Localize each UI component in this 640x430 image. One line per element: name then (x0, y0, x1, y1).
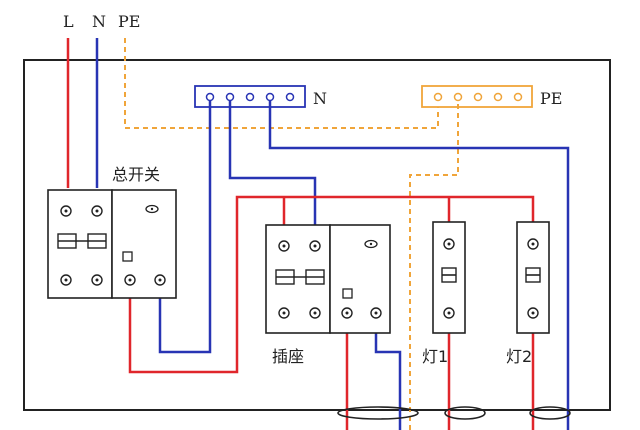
main-live-distribution-wire (128, 195, 535, 374)
enclosure-box (23, 59, 611, 411)
main-switch-breaker (47, 189, 177, 299)
socket-breaker (265, 224, 391, 334)
lamp1-label: 灯1 (422, 347, 448, 366)
socket-neutral-in-wire (228, 101, 317, 225)
lamp2-cable-ring (529, 406, 571, 420)
incoming-earth-wire (124, 38, 439, 129)
neutral-busbar-label: N (313, 89, 327, 108)
label-n: N (92, 12, 106, 31)
main-switch-label: 总开关 (112, 165, 160, 184)
lamp-neutral-wire (268, 101, 570, 430)
lamp1-breaker (432, 221, 466, 334)
earth-busbar-label: PE (540, 89, 562, 108)
socket-label: 插座 (272, 347, 304, 366)
label-l: L (63, 12, 74, 31)
neutral-busbar-terminals (205, 92, 295, 102)
lamp1-cable-ring (444, 406, 486, 420)
main-switch-neutral-out-wire (158, 101, 212, 354)
earth-busbar-terminals (433, 92, 523, 102)
earth-branch-wire (409, 104, 459, 430)
socket-neutral-out-wire (374, 333, 402, 430)
socket-cable-ring (337, 406, 419, 420)
lamp2-label: 灯2 (506, 347, 532, 366)
label-pe: PE (118, 12, 140, 31)
lamp2-breaker (516, 221, 550, 334)
